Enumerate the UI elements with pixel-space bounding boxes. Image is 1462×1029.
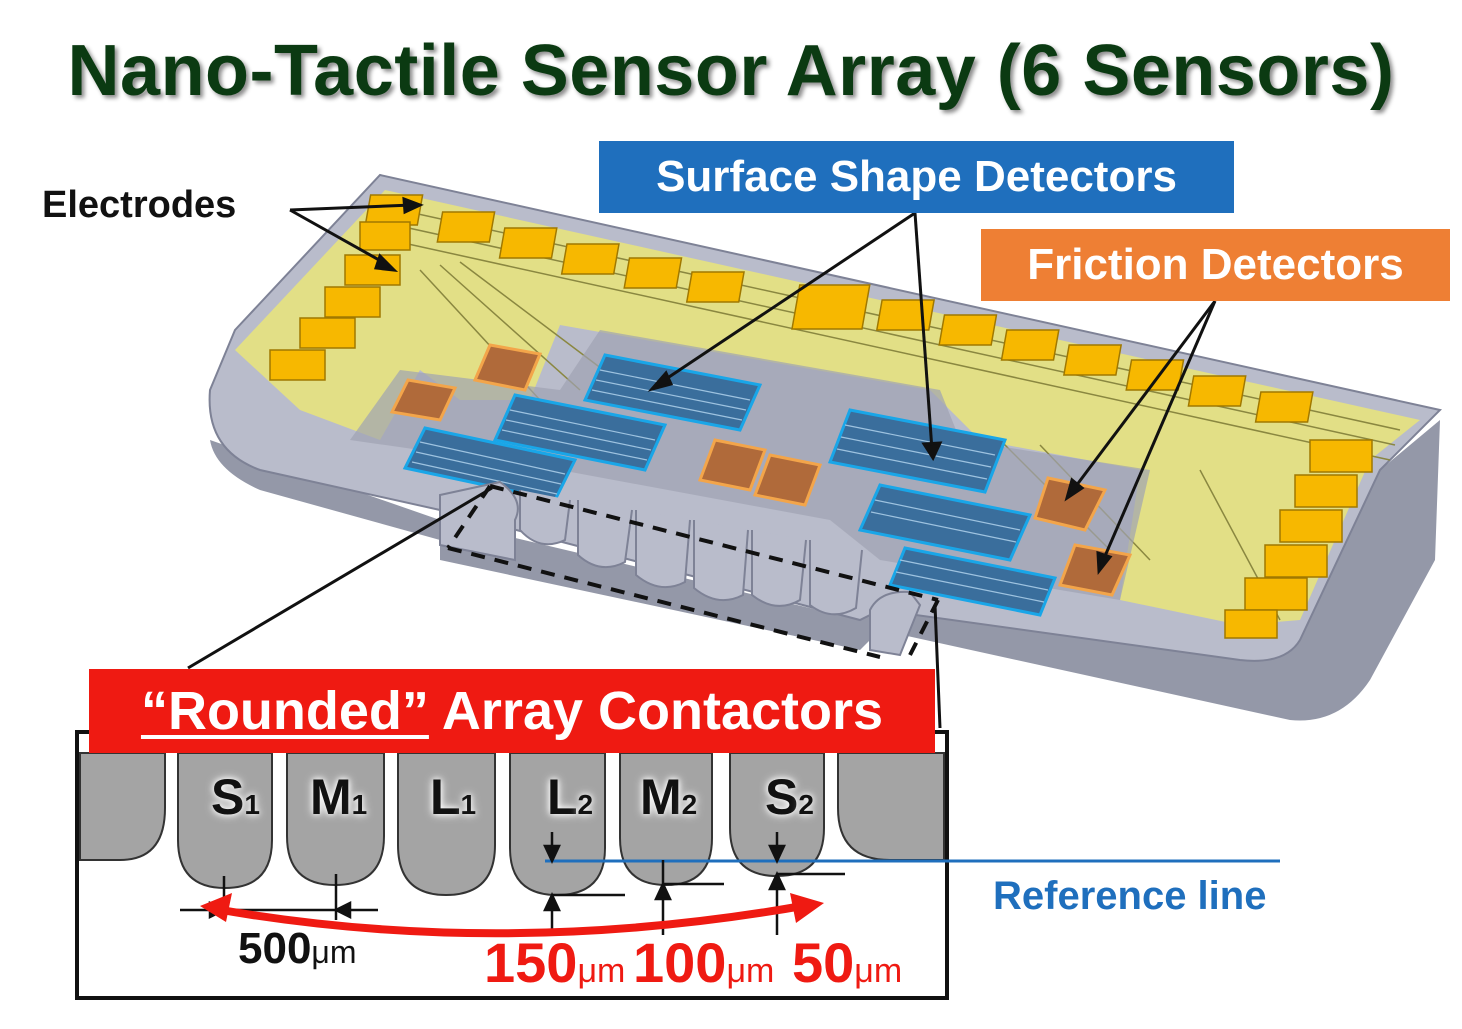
dimension-value: 100: [633, 931, 727, 994]
dimension-value: 50: [792, 931, 855, 994]
pitch-dimension: 500μm: [238, 924, 357, 974]
friction-detectors-label: Friction Detectors: [981, 229, 1450, 301]
sensor-index: 1: [460, 789, 477, 820]
dimension-unit: μm: [311, 934, 357, 970]
sensor-letter: S: [765, 769, 799, 825]
arrow-head-left: [200, 893, 232, 922]
left-end-block: [439, 480, 519, 562]
l-offset-dimension: 150μm: [484, 930, 625, 995]
dimension-unit: μm: [726, 952, 775, 990]
sensor-letter: S: [211, 769, 245, 825]
m-offset-dimension: 100μm: [633, 930, 774, 995]
sensor-label-s1: S1: [211, 768, 260, 826]
dimension-value: 150: [484, 931, 578, 994]
sensor-label-m2: M2: [640, 768, 697, 826]
detector-stripes: [411, 369, 1049, 603]
reference-line-label: Reference line: [993, 874, 1267, 918]
sensor-index: 1: [351, 789, 368, 820]
sensor-label-m1: M1: [310, 768, 367, 826]
electrodes-label: Electrodes: [42, 184, 237, 226]
page-title: Nano-Tactile Sensor Array (6 Sensors): [67, 31, 1395, 111]
chip-contactor-fingers: [519, 490, 863, 616]
ordering-arrow: [209, 901, 809, 938]
dimension-value: 500: [238, 924, 312, 973]
dimension-unit: μm: [854, 952, 903, 990]
sensor-letter: L: [430, 769, 461, 825]
rounded-quoted-text: “Rounded”: [140, 681, 429, 741]
sensor-index: 1: [244, 789, 260, 820]
electrode-traces: [235, 190, 1420, 625]
array-contactors-text: Array Contactors: [428, 681, 884, 741]
right-end-block: [869, 590, 922, 657]
electrode-pads: [269, 194, 1373, 639]
surface-shape-detectors-label: Surface Shape Detectors: [599, 141, 1234, 213]
s-offset-dimension: 50μm: [792, 930, 902, 995]
sensor-letter: M: [310, 769, 352, 825]
arrow-head-right: [790, 893, 824, 923]
sensor-label-l1: L1: [430, 768, 476, 826]
rounded-array-contactors-label: “Rounded” Array Contactors: [89, 669, 935, 753]
detail-contactor-fingers: [79, 752, 945, 897]
sensor-letter: L: [547, 769, 578, 825]
sensor-index: 2: [798, 789, 814, 820]
dimension-unit: μm: [577, 952, 626, 990]
callout-lines: [187, 196, 1217, 729]
surface-shape-detectors: [402, 353, 1058, 617]
contactor-region-outline: [446, 484, 940, 659]
sensor-letter: M: [640, 769, 682, 825]
sensor-index: 2: [681, 789, 698, 820]
sensor-label-s2: S2: [765, 768, 814, 826]
sensor-label-l2: L2: [547, 768, 593, 826]
friction-detectors: [389, 343, 1133, 597]
sensor-index: 2: [577, 789, 594, 820]
